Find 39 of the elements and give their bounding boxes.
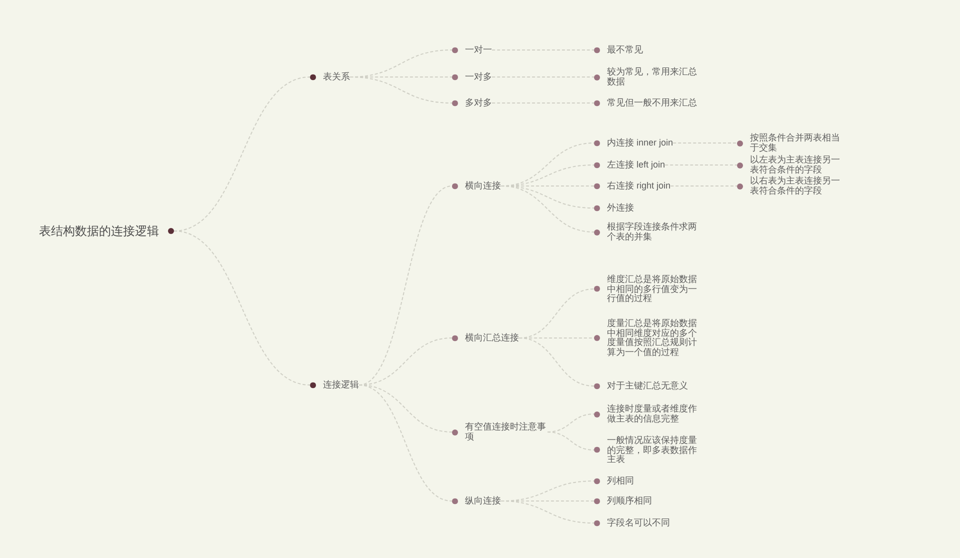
topic-text: 维度汇总是将原始数据中相同的多行值变为一行值的过程 [607, 274, 698, 304]
connector-line [492, 76, 594, 78]
connector-line [500, 186, 594, 232]
topic-text: 表结构数据的连接逻辑 [39, 224, 159, 238]
topic-text: 度量汇总是将原始数据中相同维度对应的多个度量值按照汇总规则计算为一个值的过程 [607, 319, 698, 357]
topic-text: 纵向连接 [465, 496, 501, 506]
topic-text: 根据字段连接条件求两个表的并集 [607, 222, 698, 242]
topic-text: 外连接 [607, 203, 634, 213]
connector-line [672, 142, 738, 144]
topic-text: 横向连接 [465, 181, 501, 191]
topic-text: 一般情况应该保持度量的完整，即多表数据作主表 [607, 436, 698, 464]
topic-text: 最不常见 [607, 45, 643, 55]
topic-text: 右连接 right join [607, 181, 671, 191]
topic-text: 字段名可以不同 [607, 518, 670, 528]
topic-text: 内连接 inner join [607, 138, 674, 148]
topic-text: 连接逻辑 [323, 380, 359, 390]
connector-line [547, 432, 594, 450]
connector-line [358, 384, 452, 502]
connector-line [174, 230, 310, 386]
topic-text: 有空值连接时注意事项 [465, 422, 547, 442]
topic-text: 横向汇总连接 [465, 333, 519, 343]
topic-text: 列顺序相同 [607, 496, 652, 506]
topic-text: 左连接 left join [607, 160, 666, 170]
topic-text: 多对多 [465, 98, 492, 108]
connector-line [358, 186, 452, 386]
topic-text: 以右表为主表连接另一表符合条件的字段 [750, 176, 841, 196]
topic-text: 一对一 [465, 45, 492, 55]
topic-text: 对于主键汇总无意义 [607, 381, 688, 391]
topic-text: 一对多 [465, 72, 492, 82]
topic-text: 表关系 [323, 72, 350, 82]
topic-text: 较为常见，常用来汇总数据 [607, 68, 698, 86]
topic-text: 按照条件合并两表相当于交集 [750, 134, 841, 152]
connector-line [492, 102, 594, 104]
connector-line [518, 338, 594, 386]
topic-text: 连接时度量或者维度作做主表的信息完整 [607, 404, 698, 424]
connector-line [664, 164, 738, 166]
topic-text: 常见但一般不用来汇总 [607, 98, 697, 108]
topic-text: 列相同 [607, 476, 634, 486]
topic-text: 以左表为主表连接另一表符合条件的字段 [750, 156, 841, 174]
